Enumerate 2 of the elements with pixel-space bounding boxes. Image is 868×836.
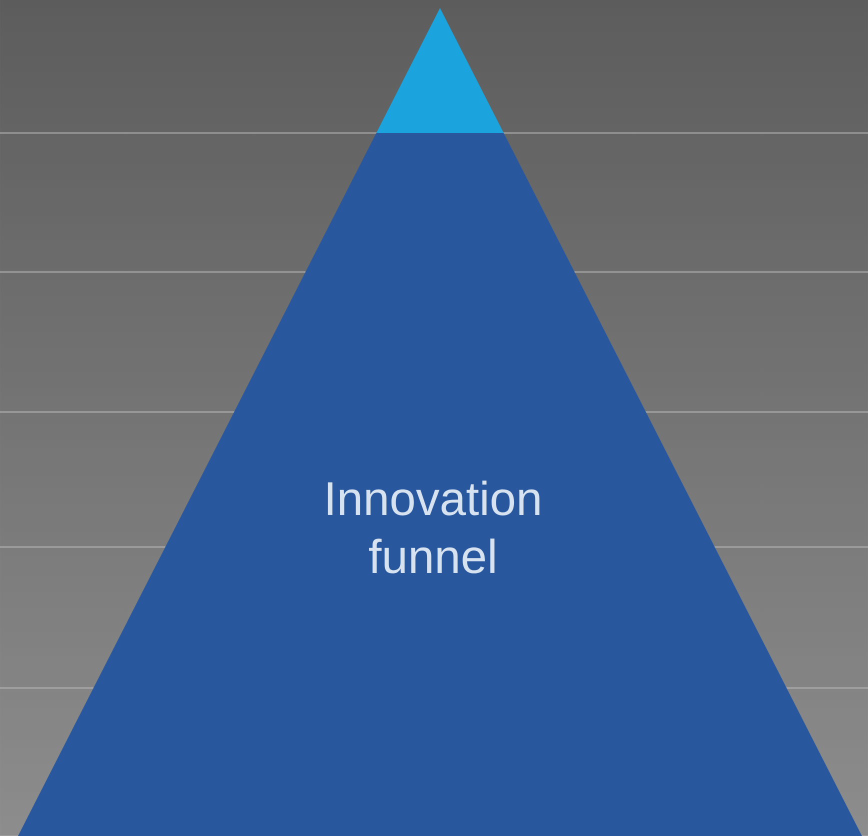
funnel-tip: [376, 8, 504, 133]
funnel-section: Innovation funnel: [18, 133, 862, 836]
